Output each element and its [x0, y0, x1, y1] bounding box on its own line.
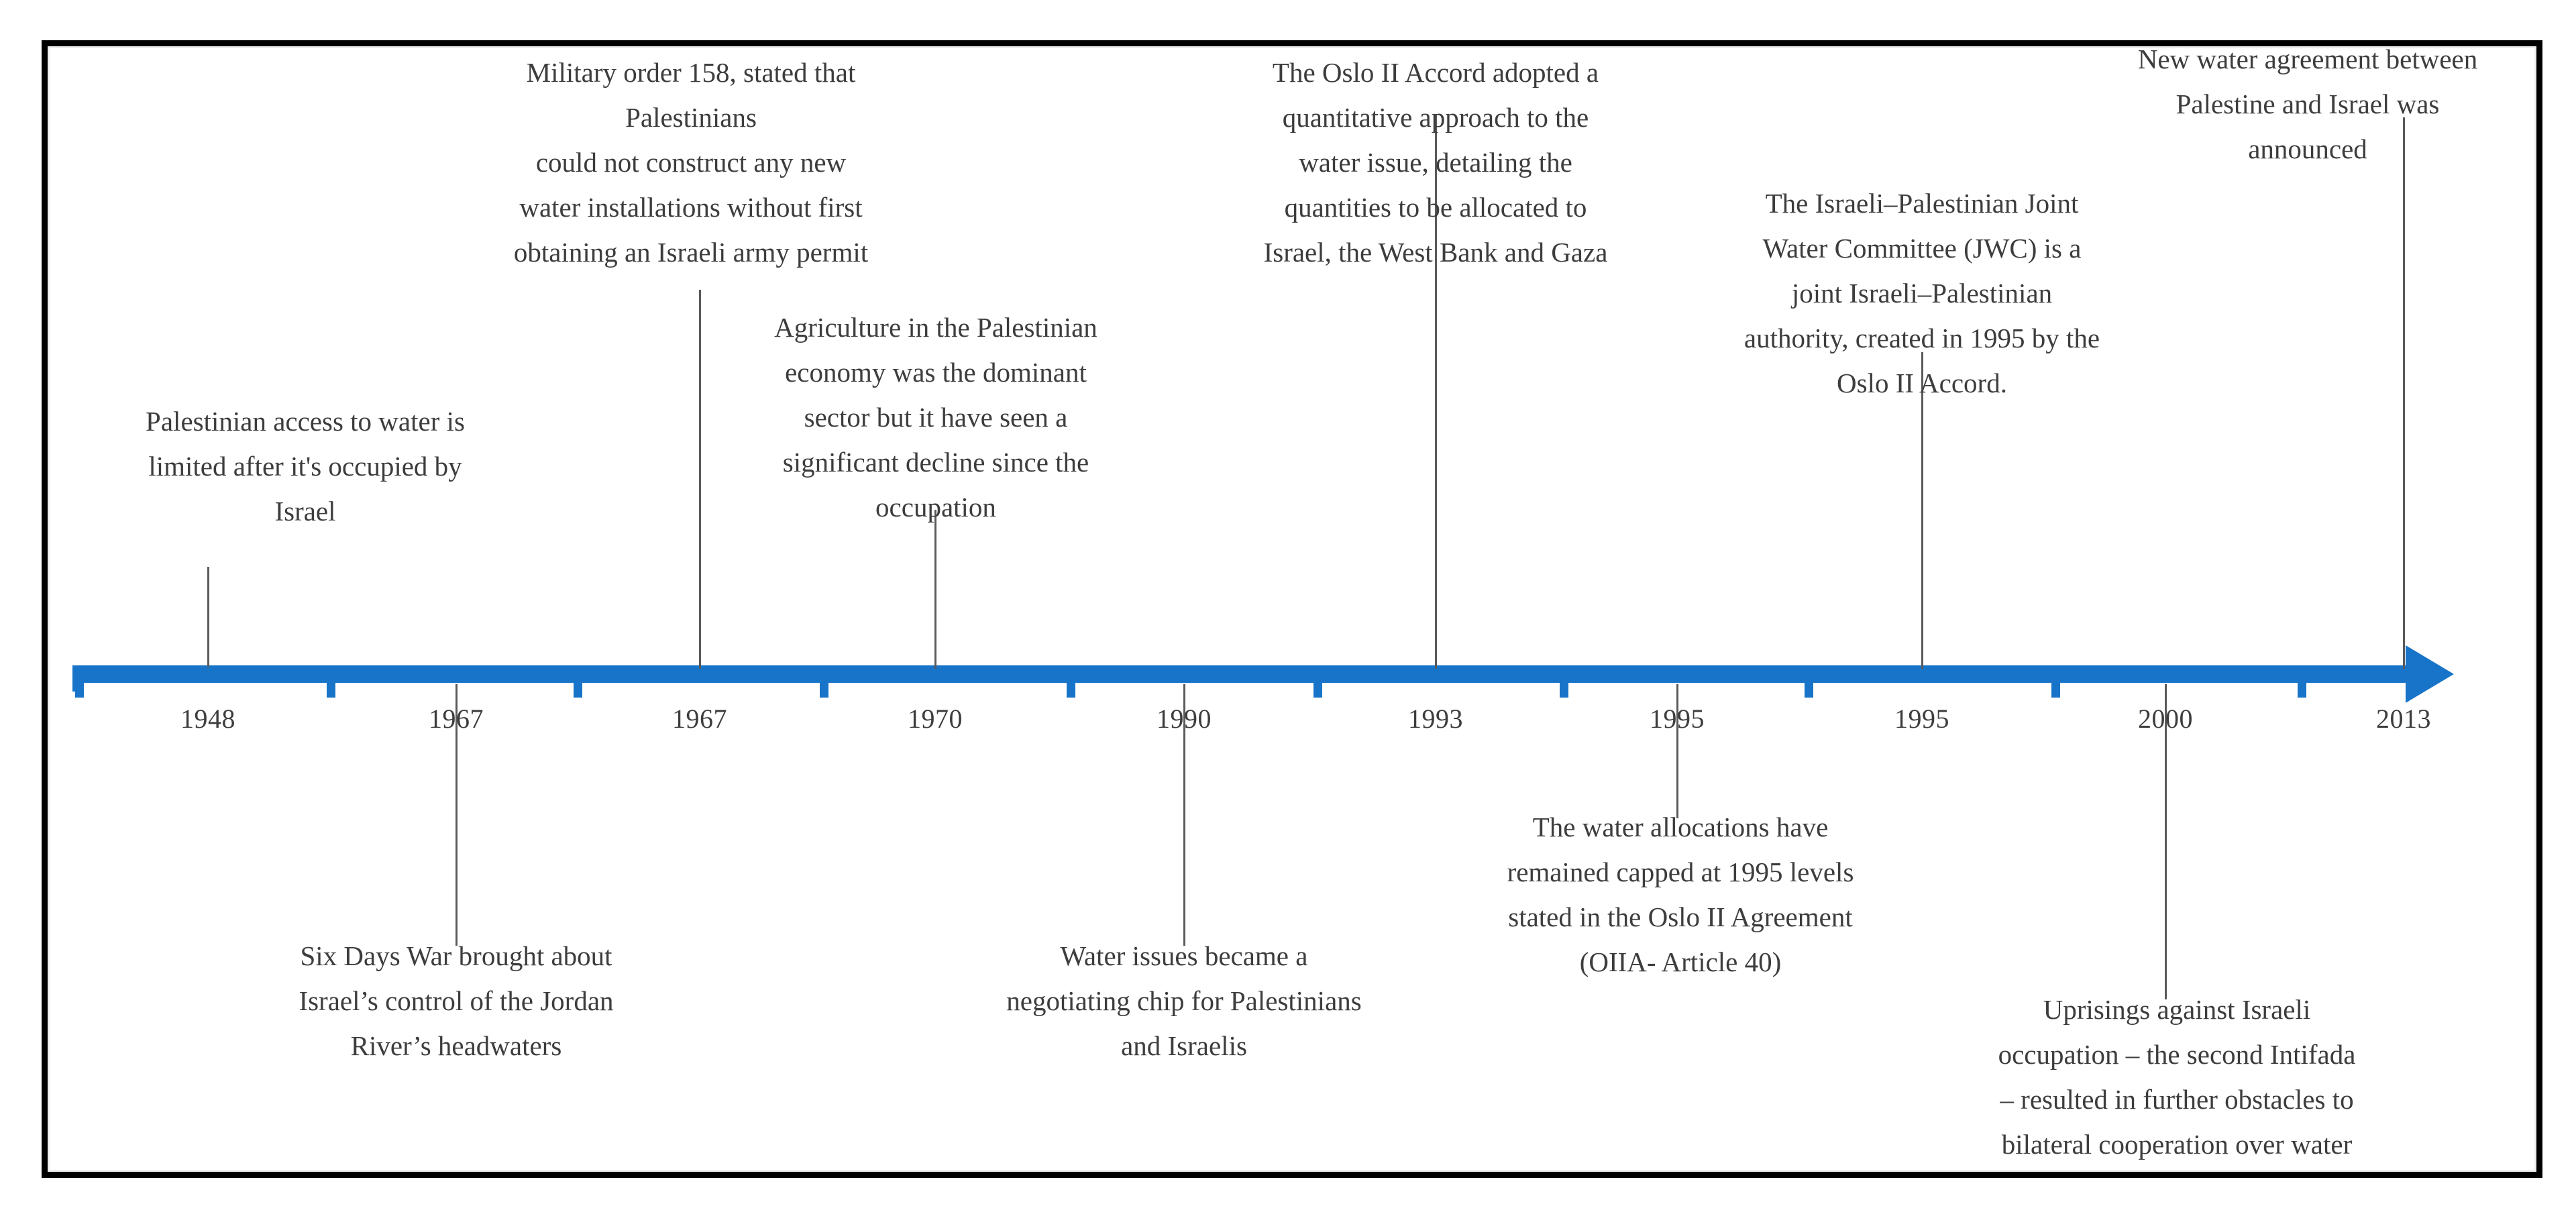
timeline-connector-line	[455, 684, 458, 946]
timeline-connector-line	[699, 290, 701, 669]
diagram-frame	[42, 40, 2542, 1178]
timeline-year-label: 2000	[2138, 704, 2193, 734]
timeline-connector-line	[934, 510, 936, 669]
timeline-event-e1995a: The water allocations have remained capp…	[1507, 812, 1854, 977]
timeline-connector-line	[1676, 684, 1678, 818]
timeline-event-e1993: The Oslo II Accord adopted a quantitativ…	[1263, 57, 1608, 268]
timeline-year-label: 1995	[1894, 704, 1949, 734]
timeline-year-label: 1967	[672, 704, 727, 734]
timeline-connector-line	[207, 567, 209, 667]
timeline-event-e1967b: Military order 158, stated that Palestin…	[513, 57, 869, 268]
timeline-event-e1990: Water issues became a negotiating chip f…	[1006, 940, 1362, 1061]
timeline-connector-line	[2403, 117, 2405, 669]
timeline-year-label: 1948	[180, 704, 235, 734]
timeline-event-e1967a: Six Days War brought about Israel’s cont…	[299, 940, 614, 1061]
timeline-connector-line	[2165, 684, 2167, 999]
timeline-year-label: 1993	[1408, 704, 1463, 734]
timeline-connector-line	[1435, 114, 1437, 669]
timeline-connector-line	[1921, 352, 1923, 669]
timeline-year-label: 2013	[2376, 704, 2431, 734]
timeline-event-e2000: Uprisings against Israeli occupation – t…	[1998, 994, 2356, 1160]
timeline-year-label: 1990	[1157, 704, 1212, 734]
timeline-year-label: 1970	[908, 704, 963, 734]
timeline-event-e1948: Palestinian access to water is limited a…	[146, 406, 465, 527]
timeline-year-label: 1995	[1650, 704, 1705, 734]
timeline-connector-line	[1183, 684, 1185, 946]
timeline-event-e2013: New water agreement between Palestine an…	[2137, 44, 2478, 164]
timeline-year-label: 1967	[429, 704, 484, 734]
timeline-event-e1970: Agriculture in the Palestinian economy w…	[774, 312, 1097, 523]
timeline-event-e1995b: The Israeli–Palestinian Joint Water Comm…	[1743, 188, 2100, 398]
